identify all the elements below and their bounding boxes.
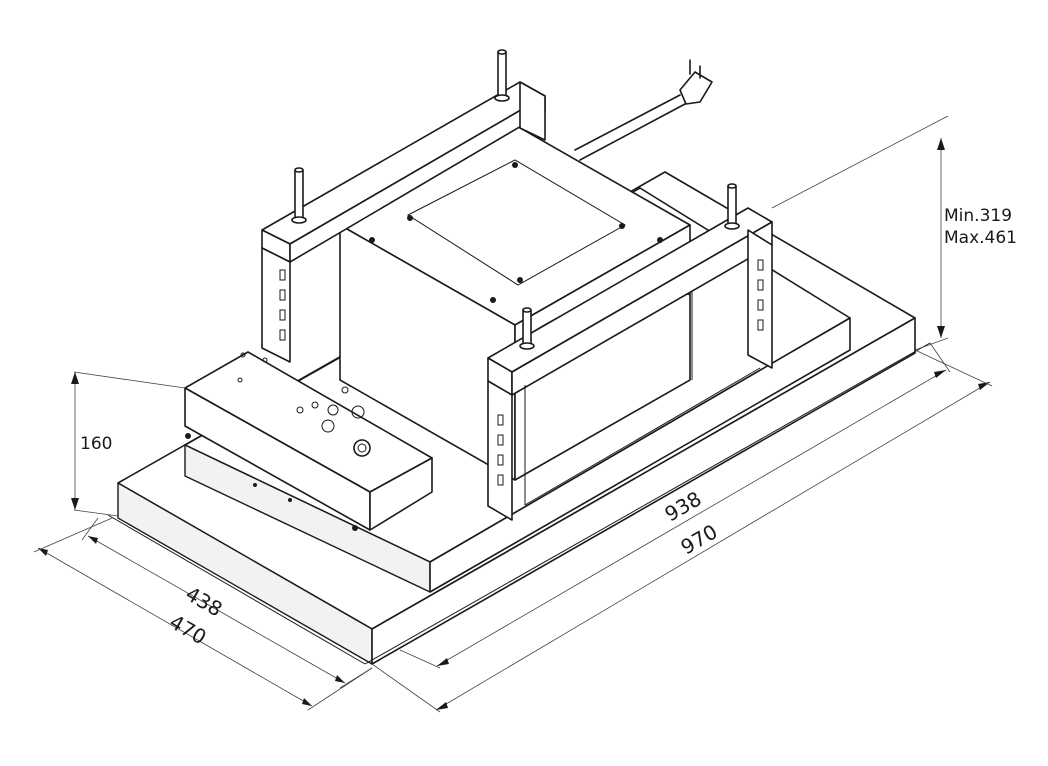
max-height-label: Max.461 <box>944 228 1017 248</box>
front-mounting-bracket <box>487 183 773 521</box>
rear-mounting-bracket <box>261 49 546 363</box>
dimension-height-160: 160 <box>71 371 186 517</box>
width-outer-label: 970 <box>677 519 722 559</box>
control-box <box>184 351 433 531</box>
height-box-label: 160 <box>80 434 112 454</box>
min-height-label: Min.319 <box>944 206 1012 226</box>
power-cord <box>574 59 713 161</box>
dimension-height-range: Min.319 Max.461 <box>771 115 1017 351</box>
